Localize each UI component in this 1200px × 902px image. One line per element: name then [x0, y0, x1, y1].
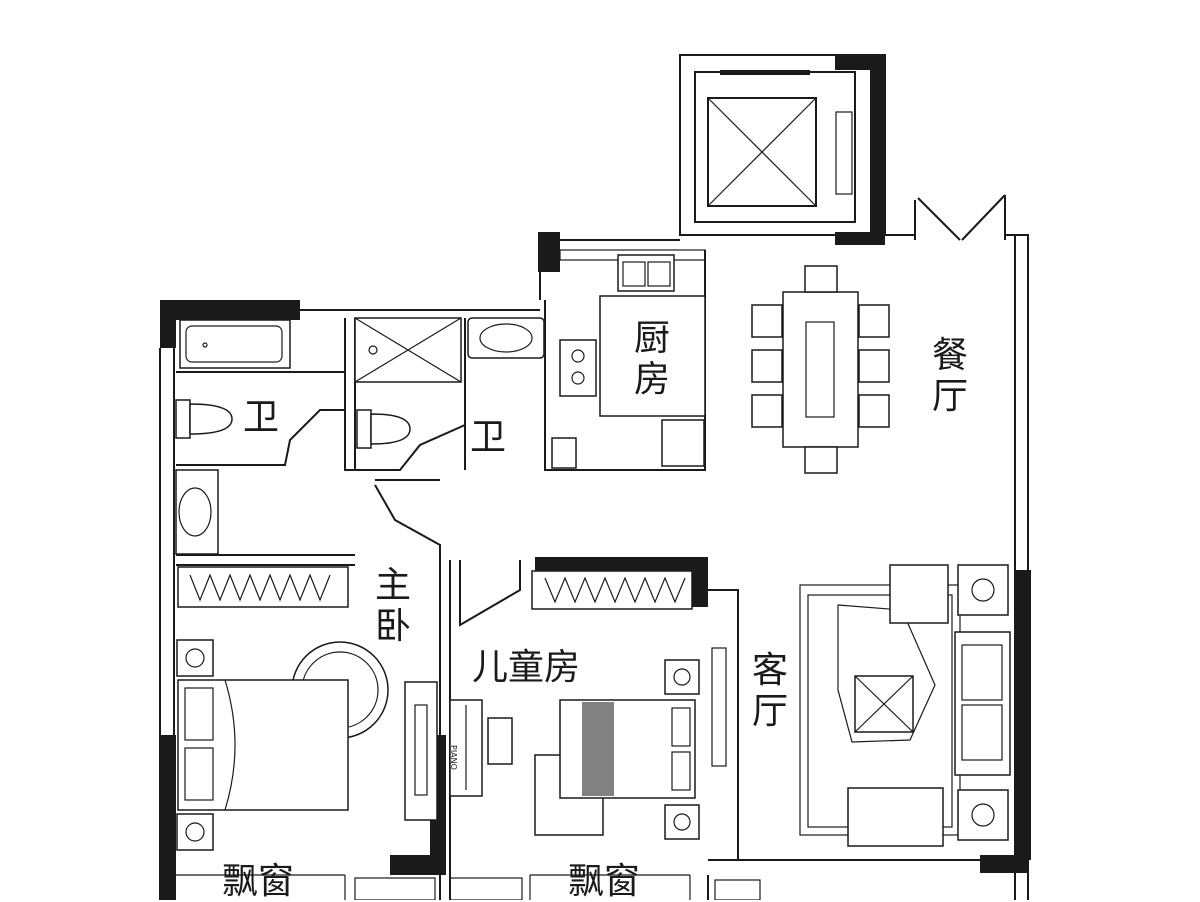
tv-cabinet-living [711, 647, 727, 767]
label-dining: 餐厅 [931, 335, 968, 418]
label-kids-room: 儿童房 [472, 647, 581, 688]
toilet-left [175, 399, 233, 439]
label-bath-right: 卫 [470, 417, 507, 458]
label-bay-window-left: 飘窗 [222, 861, 295, 902]
kids-bed [534, 659, 700, 840]
outer-walls [159, 194, 1031, 900]
piano-text: PIANO [449, 745, 458, 770]
master-tv-cabinet [404, 681, 438, 821]
bathtub [179, 319, 291, 369]
master-bed [176, 639, 389, 851]
piano [449, 699, 513, 797]
wardrobe-master [177, 566, 349, 608]
bay-windows [176, 874, 761, 900]
label-bay-window-right: 飘窗 [568, 861, 641, 902]
label-kitchen: 厨房 [633, 318, 670, 401]
toilet-right [356, 409, 411, 449]
shower [354, 317, 462, 383]
kitchen-counter [551, 249, 706, 469]
washbasin-master [175, 469, 219, 555]
elevator-core [679, 54, 886, 245]
washbasin-right [467, 317, 545, 359]
dining-table [751, 265, 890, 474]
label-bath-left: 卫 [243, 397, 280, 438]
sofa [847, 564, 1011, 847]
wardrobe-kids [531, 570, 693, 610]
label-living-room: 客厅 [751, 650, 788, 733]
label-master-bedroom: 主卧 [374, 565, 411, 648]
